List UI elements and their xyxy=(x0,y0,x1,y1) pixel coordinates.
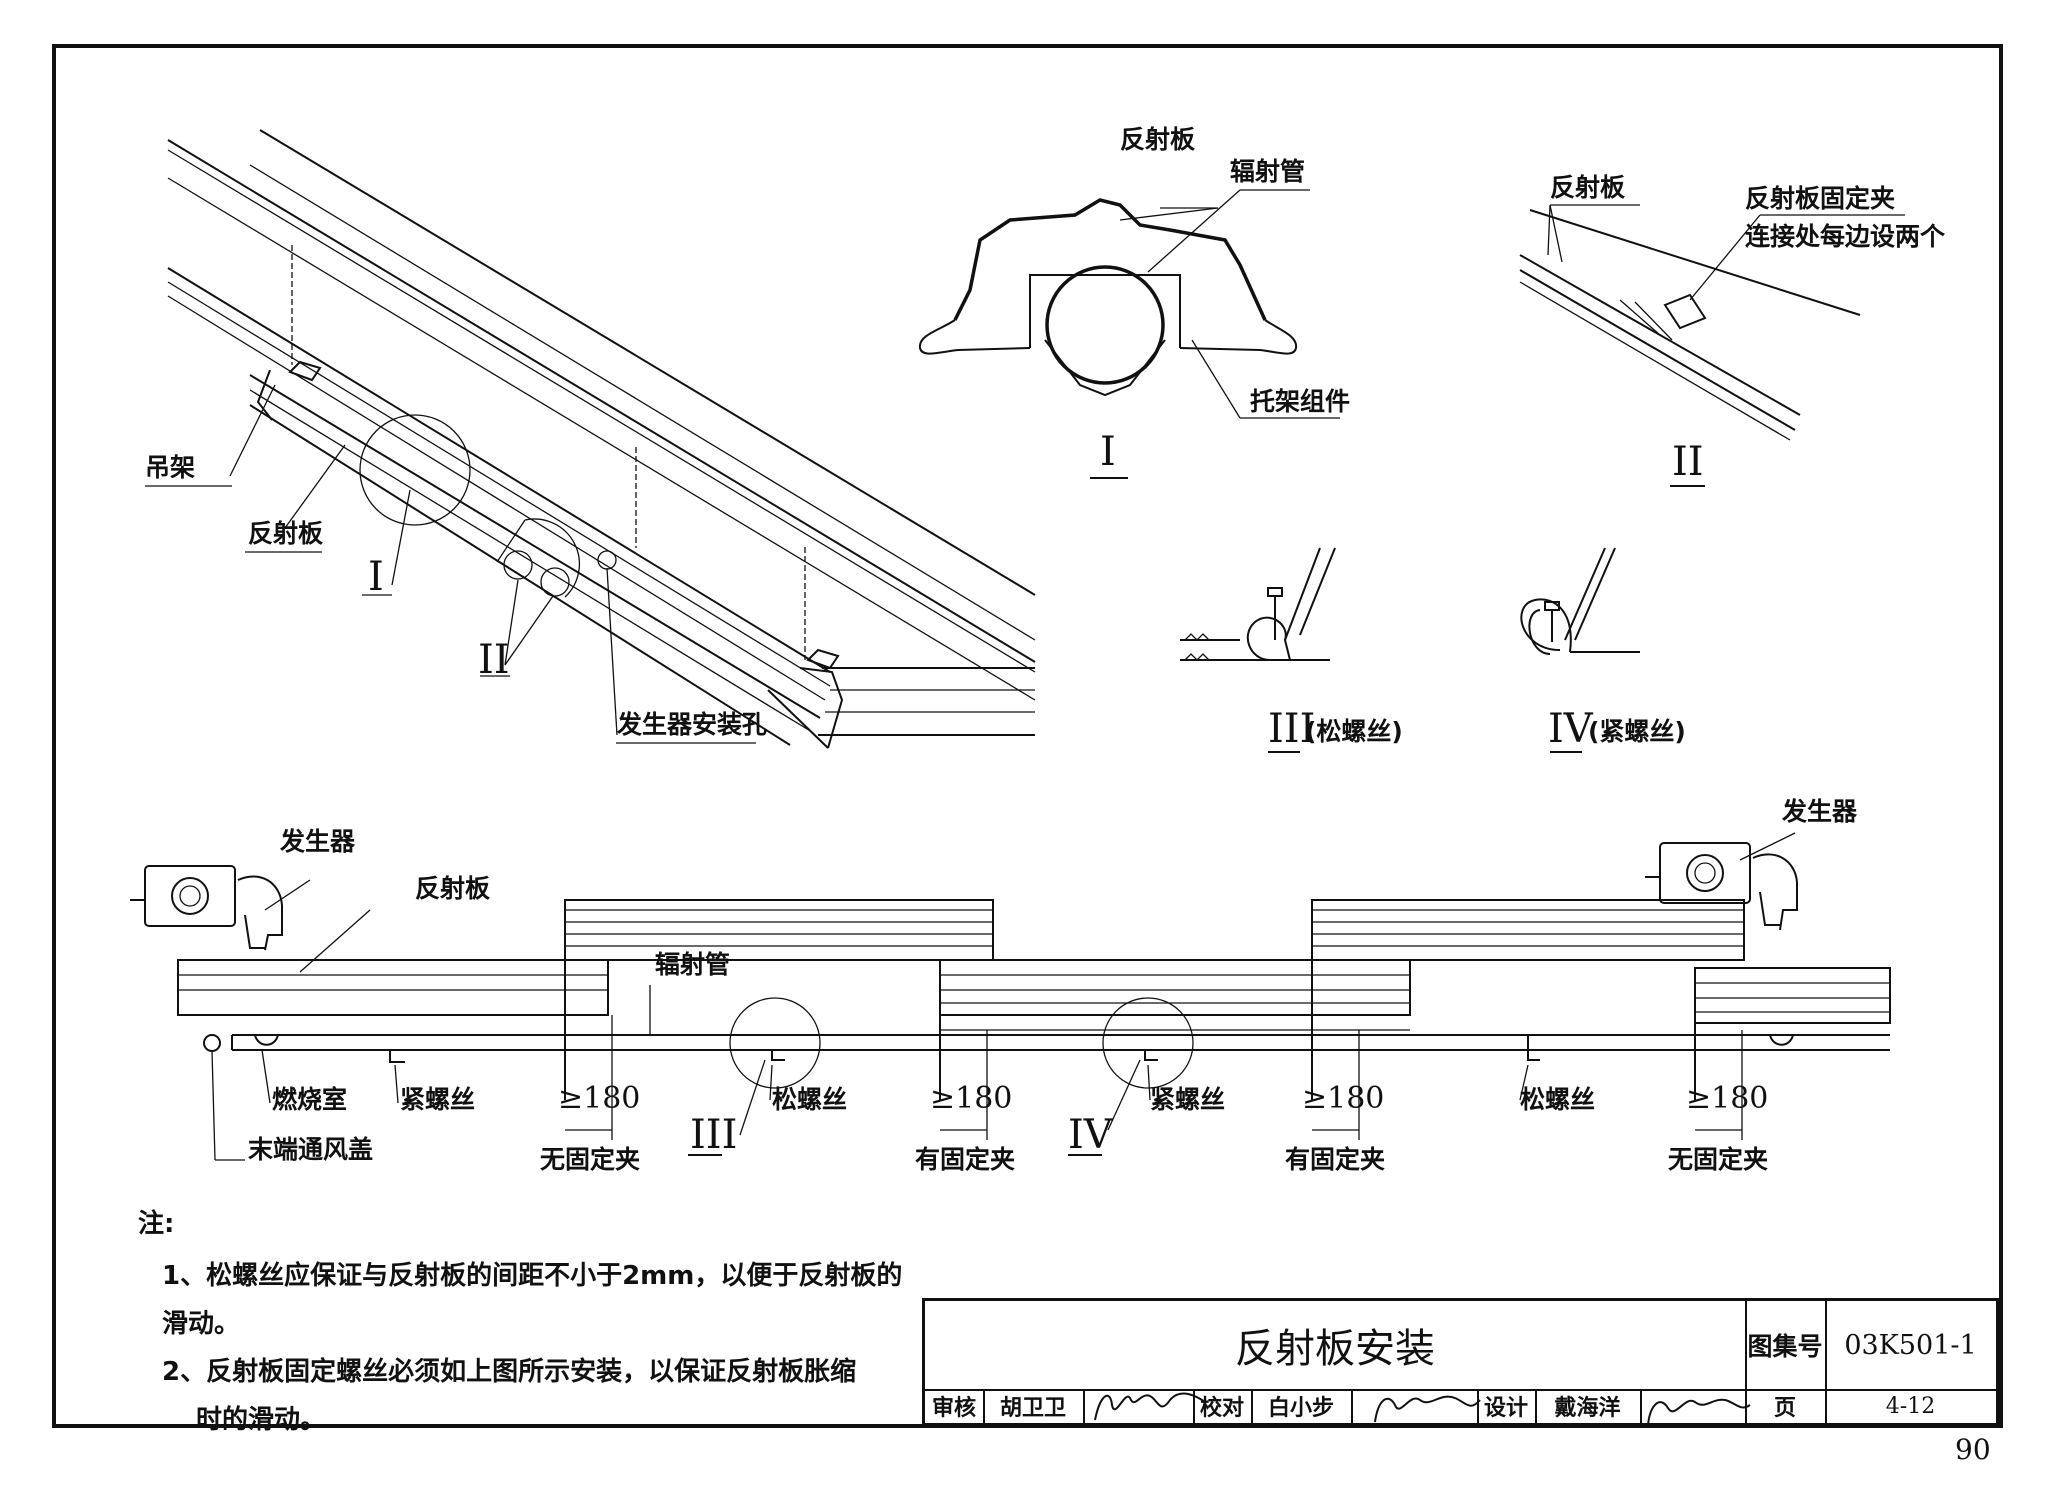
detail-iv-circle xyxy=(1102,997,1194,1089)
reviewer-name: 胡卫卫 xyxy=(999,1396,1066,1421)
label-radiant-tube-elevation: 辐射管 xyxy=(655,950,730,979)
detail-i-section xyxy=(918,189,1340,479)
detail-iii-circle xyxy=(729,997,821,1089)
title-detail-iii: III xyxy=(1268,706,1315,752)
signature-designer xyxy=(1647,1398,1751,1426)
note-item-2-line-1: 2、反射板固定螺丝必须如上图所示安装，以保证反射板胀缩 xyxy=(162,1357,857,1387)
atlas-number-label: 图集号 xyxy=(1747,1332,1823,1361)
label-generator-hole: 发生器安装孔 xyxy=(616,710,767,739)
label-no-clip-1: 无固定夹 xyxy=(540,1145,640,1174)
atlas-number: 03K501-1 xyxy=(1844,1329,1977,1361)
dimension-2: ≥180 xyxy=(930,1081,1012,1116)
label-tight-screw-2: 紧螺丝 xyxy=(1150,1085,1225,1114)
isometric-view xyxy=(145,129,1036,749)
design-label: 设计 xyxy=(1483,1396,1528,1421)
label-detail-i-reflector: 反射板 xyxy=(1120,125,1195,154)
label-detail-ii-clip-1: 反射板固定夹 xyxy=(1745,184,1895,213)
label-hanger: 吊架 xyxy=(145,453,195,482)
label-clip-1: 有固定夹 xyxy=(915,1145,1015,1174)
detail-ii-clip xyxy=(1519,204,1905,487)
title-detail-ii: II xyxy=(1672,439,1704,485)
note-detail-iv: (紧螺丝) xyxy=(1588,717,1686,746)
detail-i-circle xyxy=(359,414,471,526)
label-generator-right: 发生器 xyxy=(1781,797,1858,826)
label-detail-i-tube: 辐射管 xyxy=(1230,157,1305,186)
label-reflector-iso: 反射板 xyxy=(248,519,323,548)
label-clip-2: 有固定夹 xyxy=(1285,1145,1385,1174)
notes-section: 注: 1、松螺丝应保证与反射板的间距不小于2mm，以便于反射板的滑动。 2、反射… xyxy=(138,1200,918,1444)
note-item-2: 2、反射板固定螺丝必须如上图所示安装，以保证反射板胀缩 时的滑动。 xyxy=(138,1348,918,1444)
checker-name: 白小步 xyxy=(1267,1396,1334,1421)
dimension-1: ≥180 xyxy=(558,1081,640,1116)
dimension-3: ≥180 xyxy=(1302,1081,1384,1116)
label-end-vent-cap: 末端通风盖 xyxy=(248,1135,373,1164)
label-detail-i-bracket: 托架组件 xyxy=(1250,387,1350,416)
label-detail-ii-clip-2: 连接处每边设两个 xyxy=(1745,222,1946,251)
note-item-1: 1、松螺丝应保证与反射板的间距不小于2mm，以便于反射板的滑动。 xyxy=(162,1261,903,1339)
label-detail-ii-reflector: 反射板 xyxy=(1550,173,1625,202)
radiant-tube-section xyxy=(1045,265,1165,385)
review-label: 审核 xyxy=(931,1396,976,1421)
title-detail-i: I xyxy=(1100,429,1116,475)
signature-reviewer xyxy=(1094,1392,1206,1421)
dimension-4: ≥180 xyxy=(1686,1081,1768,1116)
label-combustion-chamber: 燃烧室 xyxy=(272,1085,347,1114)
designer-name: 戴海洋 xyxy=(1554,1396,1621,1421)
mark-iv-elevation: IV xyxy=(1068,1112,1114,1158)
label-no-clip-2: 无固定夹 xyxy=(1668,1145,1768,1174)
label-reflector-elevation: 反射板 xyxy=(415,874,490,903)
page-number: 90 xyxy=(1955,1433,1991,1466)
page-value: 4-12 xyxy=(1885,1393,1936,1419)
label-loose-screw-1: 松螺丝 xyxy=(772,1085,847,1114)
drawing-title: 反射板安装 xyxy=(1235,1326,1435,1372)
elevation-view xyxy=(130,832,1891,1161)
mark-i-iso: I xyxy=(368,554,384,600)
check-label: 校对 xyxy=(1199,1396,1244,1421)
title-detail-iv: IV xyxy=(1548,706,1594,752)
label-generator-left: 发生器 xyxy=(279,827,356,856)
note-item-2-line-2: 时的滑动。 xyxy=(196,1405,327,1435)
label-loose-screw-2: 松螺丝 xyxy=(1520,1085,1595,1114)
mark-ii-iso: II xyxy=(478,637,510,683)
page-label: 页 xyxy=(1773,1396,1796,1421)
label-tight-screw-1: 紧螺丝 xyxy=(400,1085,475,1114)
drawing-frame xyxy=(52,44,2003,1428)
notes-heading: 注: xyxy=(138,1209,175,1239)
mark-iii-elevation: III xyxy=(690,1112,737,1158)
note-detail-iii: (松螺丝) xyxy=(1305,717,1403,746)
detail-iii-loose-screw xyxy=(1180,547,1336,753)
signature-checker xyxy=(1374,1395,1481,1423)
title-block: 反射板安装 图集号 03K501-1 审核 胡卫卫 校对 白小步 设计 戴海洋 … xyxy=(922,1298,1999,1426)
detail-iv-tight-screw xyxy=(1520,547,1640,753)
